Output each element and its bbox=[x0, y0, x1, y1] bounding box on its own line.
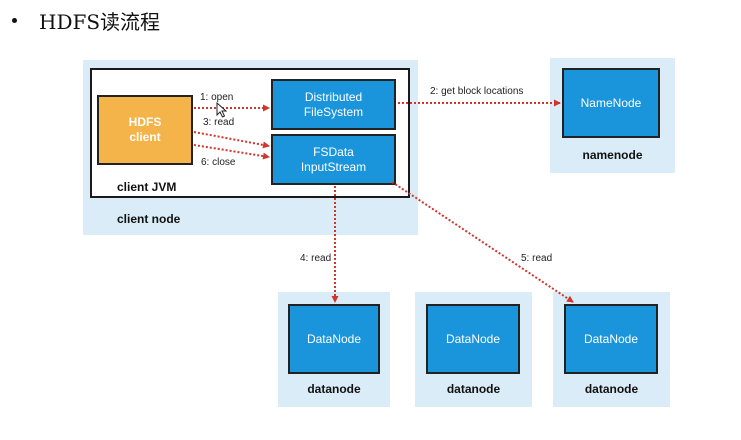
client-jvm-label: client JVM bbox=[117, 180, 177, 194]
arrow-read-client bbox=[193, 131, 270, 149]
namenode-box: NameNode bbox=[562, 68, 660, 138]
slide-title: HDFS读流程 bbox=[12, 6, 160, 35]
arrow-read-datanode-3 bbox=[391, 181, 574, 303]
arrow-close bbox=[193, 144, 270, 160]
step-read-datanode-3-label: 5: read bbox=[521, 253, 553, 264]
client-node-label: client node bbox=[117, 212, 181, 226]
fsdata-inputstream-box: FSData InputStream bbox=[271, 134, 396, 185]
mouse-cursor-icon bbox=[216, 102, 228, 118]
datanode-label-2: datanode bbox=[446, 382, 501, 396]
step-read-client-label: 3: read bbox=[203, 117, 235, 128]
step-read-datanode-1-label: 4: read bbox=[300, 253, 332, 264]
datanode-box-2: DataNode bbox=[426, 304, 520, 374]
hdfs-client-box: HDFS client bbox=[97, 95, 193, 165]
page-title: HDFS读流程 bbox=[39, 10, 161, 34]
namenode-label: namenode bbox=[582, 148, 643, 162]
datanode-box-1: DataNode bbox=[288, 304, 380, 374]
datanode-box-3: DataNode bbox=[564, 304, 658, 374]
step-get-block-locations-label: 2: get block locations bbox=[430, 86, 524, 97]
datanode-label-3: datanode bbox=[584, 382, 639, 396]
step-open-label: 1: open bbox=[200, 92, 234, 103]
bullet-icon bbox=[12, 18, 17, 23]
step-close-label: 6: close bbox=[201, 157, 236, 168]
distributed-filesystem-box: Distributed FileSystem bbox=[271, 79, 396, 130]
datanode-label-1: datanode bbox=[307, 382, 361, 396]
